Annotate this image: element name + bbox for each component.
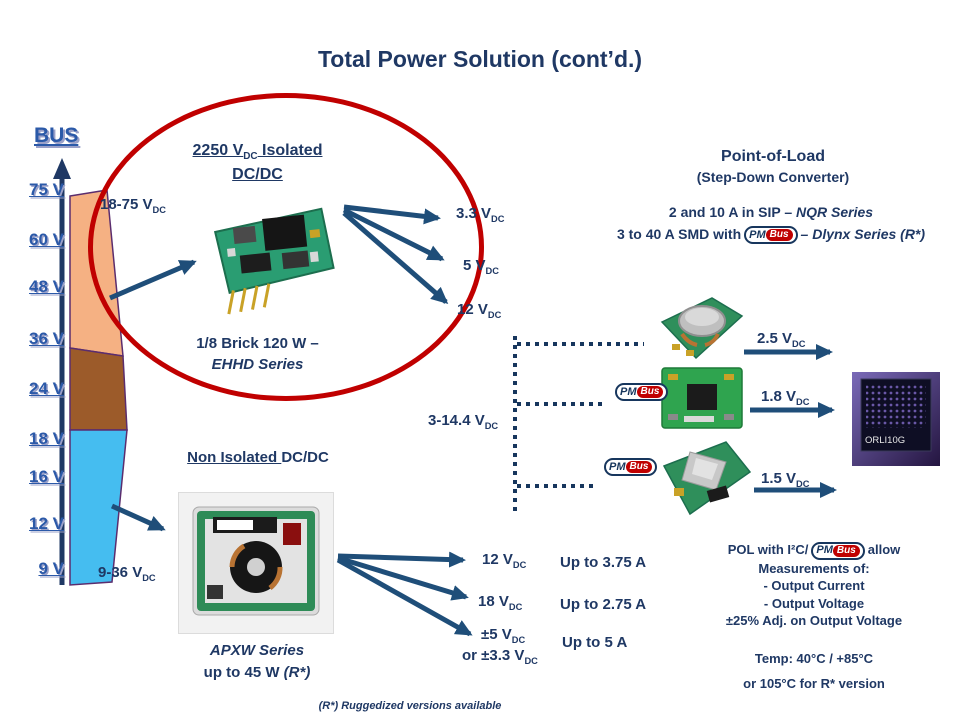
pol-heading-line1: Point-of-Load (721, 148, 825, 165)
apxw-module-image (178, 492, 334, 634)
isolated-output-5v: 5 VDC (463, 257, 499, 276)
features-item-adjust: ±25% Adj. on Output Voltage (725, 613, 903, 629)
apxw-caption-line2: up to 45 W (R*) (203, 663, 311, 681)
pol-heading: Point-of-Load (Step-Down Converter) (618, 146, 928, 186)
pol-output-1v5: 1.5 VDC (761, 470, 810, 489)
ehhd-caption-line1: 1/8 Brick 120 W – (196, 335, 319, 352)
bus-voltage-16v: 16 V (29, 467, 64, 486)
bus-voltage-36v: 36 V (29, 329, 64, 348)
pol-heading-line2: (Step-Down Converter) (696, 168, 850, 185)
bus-voltage-24v: 24 V (29, 379, 64, 398)
pol-output-arrows (744, 344, 837, 498)
bus-voltage-18v: 18 V (29, 429, 64, 448)
pol-module1-image (650, 288, 748, 371)
pol-module3-image (656, 436, 756, 529)
apxw-output-12v-current: Up to 3.75 A (560, 554, 647, 571)
features-item-voltage: - Output Voltage (763, 595, 865, 611)
non-isolated-input-range-label: 9-36 VDC (98, 564, 156, 583)
apxw-output-3v3-alt: or ±3.3 VDC (462, 647, 538, 666)
apxw-output-18v: 18 VDC (478, 593, 523, 612)
highlight-ellipse (88, 93, 484, 401)
apxw-output-5v: ±5 VDC (481, 626, 526, 645)
bus-axis-label: BUS (34, 124, 79, 147)
footnote: (R*) Ruggedized versions available (318, 700, 502, 712)
temp-note: Temp: 40°C / +85°C or 105°C for R* versi… (686, 650, 942, 692)
isolated-output-3v3: 3.3 VDC (456, 205, 505, 224)
bus-range-overlap (69, 347, 128, 431)
apxw-caption-line1: APXW Series (209, 642, 305, 659)
apxw-caption: APXW Series up to 45 W (R*) (162, 640, 352, 684)
bus-voltage-12v: 12 V (29, 514, 64, 533)
pol-input-range-label: 3-14.4 VDC (428, 412, 499, 431)
ehhd-caption: 1/8 Brick 120 W – EHHD Series (155, 333, 360, 375)
pol-series-line1: 2 and 10 A in SIP – NQR Series (668, 204, 874, 220)
features-item-current: - Output Current (763, 578, 865, 594)
isolated-heading: 2250 VDC Isolated DC/DC (150, 140, 365, 185)
isolated-heading-line1: 2250 VDC Isolated (192, 142, 323, 163)
isolated-input-range-label: 18-75 VDC (100, 196, 166, 215)
chip-label: ORLI10G (865, 435, 905, 446)
pol-input-bus-dashed (513, 336, 644, 512)
non-isolated-output-arrows (336, 551, 473, 637)
bus-voltage-60v: 60 V (29, 230, 64, 249)
isolated-output-12v: 12 VDC (457, 301, 502, 320)
temp-line2: or 105°C for R* version (743, 675, 885, 691)
apxw-output-5v-current: Up to 5 A (562, 634, 628, 651)
apxw-output-12v: 12 VDC (482, 551, 527, 570)
orli10g-chip-image: ORLI10G (852, 372, 940, 471)
ehhd-caption-line2: EHHD Series (211, 356, 304, 373)
bus-voltage-48v: 48 V (29, 277, 64, 296)
bus-range-non-isolated (69, 429, 128, 586)
features-line2: Measurements of: (758, 560, 870, 576)
bus-voltage-9v: 9 V (38, 559, 64, 578)
slide-title: Total Power Solution (cont’d.) (317, 46, 643, 72)
bus-voltage-75v: 75 V (29, 180, 64, 199)
non-isolated-heading: Non Isolated DC/DC (187, 449, 329, 466)
non-isolated-input-arrow (110, 503, 166, 532)
isolated-heading-line2: DC/DC (232, 165, 283, 183)
pol-output-1v8: 1.8 VDC (761, 388, 810, 407)
apxw-output-18v-current: Up to 2.75 A (560, 596, 647, 613)
pol-output-2v5: 2.5 VDC (757, 330, 806, 349)
temp-line1: Temp: 40°C / +85°C (754, 651, 874, 666)
bus-axis-arrow (53, 158, 71, 585)
